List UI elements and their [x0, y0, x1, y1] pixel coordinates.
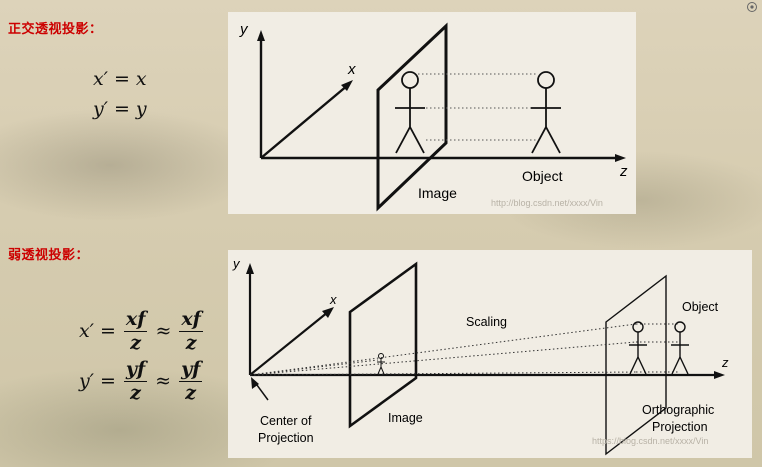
object-label: Object: [522, 168, 563, 184]
z-axis-label: z: [721, 355, 729, 370]
gear-icon: [744, 1, 760, 13]
object-label: Object: [682, 300, 719, 314]
image-label: Image: [388, 411, 423, 425]
orthographic-diagram: y x z Image Object http://blog.csdn.net/…: [228, 12, 636, 214]
center-label-line1: Center of: [260, 414, 312, 428]
orthographic-label-line2: Projection: [652, 420, 708, 434]
scaling-label: Scaling: [466, 315, 507, 329]
y-axis-label: y: [239, 21, 249, 38]
projection-rays: [250, 324, 680, 375]
image-plane: [378, 26, 446, 208]
section-title-orthographic: 正交透视投影：: [8, 18, 103, 37]
center-label-line2: Projection: [258, 431, 314, 445]
watermark: https://blog.csdn.net/xxxx/Vin: [592, 436, 708, 446]
x-axis: [261, 85, 348, 158]
y-axis-label: y: [232, 256, 241, 271]
image-figure: [395, 72, 425, 153]
section-title-weak-perspective: 弱透视投影：: [8, 244, 89, 263]
x-axis-label: x: [329, 292, 337, 307]
z-axis-label: z: [619, 163, 628, 180]
projected-figure: [629, 322, 647, 374]
x-axis-label: x: [347, 61, 356, 78]
formula-row-x: x′ = x: [62, 64, 147, 94]
orthographic-formula: x′ = x y′ = y: [62, 64, 147, 124]
weak-perspective-diagram: y x z Center of Projection Image Scaling…: [228, 250, 752, 458]
formula-row-y: y′ = y: [62, 94, 147, 124]
image-label: Image: [418, 185, 457, 201]
watermark: http://blog.csdn.net/xxxx/Vin: [491, 198, 603, 208]
projection-lines: [418, 74, 538, 140]
image-plane: [350, 264, 416, 426]
x-axis: [250, 312, 328, 375]
object-figure: [671, 322, 689, 374]
orthographic-label-line1: Orthographic: [642, 403, 714, 417]
object-figure: [531, 72, 561, 153]
